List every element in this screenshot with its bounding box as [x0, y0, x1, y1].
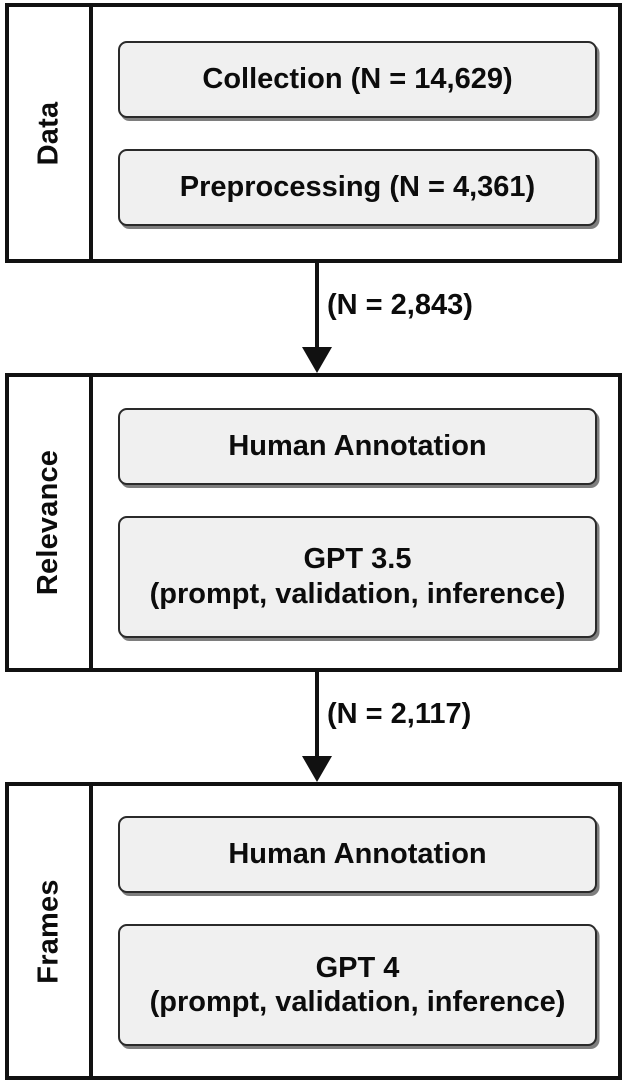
stage-data: Data Collection (N = 14,629) Preprocessi…	[5, 3, 622, 263]
node-gpt-35-line-2: (prompt, validation, inference)	[149, 577, 566, 610]
node-gpt-4-line-1: GPT 4	[315, 951, 400, 984]
stage-frames: Frames Human Annotation GPT 4 (prompt, v…	[5, 782, 622, 1080]
connector-data-to-relevance: (N = 2,843)	[0, 263, 629, 373]
node-human-annotation-frames[interactable]: Human Annotation	[118, 816, 597, 893]
stage-label-data: Data	[32, 101, 65, 165]
stage-label-column-frames: Frames	[9, 786, 93, 1076]
node-human-annotation-frames-line-1: Human Annotation	[228, 838, 487, 871]
node-gpt-35[interactable]: GPT 3.5 (prompt, validation, inference)	[118, 515, 597, 638]
node-preprocessing-line-1: Preprocessing (N = 4,361)	[179, 170, 536, 203]
arrow-head-1	[302, 347, 332, 373]
arrow-shaft-1	[315, 263, 319, 347]
stage-content-data: Collection (N = 14,629) Preprocessing (N…	[93, 7, 618, 259]
stage-content-relevance: Human Annotation GPT 3.5 (prompt, valida…	[93, 377, 618, 668]
node-gpt-4[interactable]: GPT 4 (prompt, validation, inference)	[118, 924, 597, 1046]
node-collection-line-1: Collection (N = 14,629)	[202, 62, 513, 95]
connector-relevance-to-frames: (N = 2,117)	[0, 672, 629, 782]
arrow-shaft-2	[315, 672, 319, 756]
stage-content-frames: Human Annotation GPT 4 (prompt, validati…	[93, 786, 618, 1076]
node-preprocessing[interactable]: Preprocessing (N = 4,361)	[118, 148, 597, 226]
node-collection[interactable]: Collection (N = 14,629)	[118, 40, 597, 118]
node-gpt-35-line-1: GPT 3.5	[303, 543, 412, 576]
stage-label-relevance: Relevance	[32, 449, 65, 596]
node-gpt-4-line-2: (prompt, validation, inference)	[149, 986, 566, 1018]
arrow-head-2	[302, 756, 332, 782]
stage-relevance: Relevance Human Annotation GPT 3.5 (prom…	[5, 373, 622, 672]
node-human-annotation-relevance[interactable]: Human Annotation	[118, 407, 597, 485]
node-human-annotation-relevance-line-1: Human Annotation	[228, 429, 487, 462]
stage-label-column-data: Data	[9, 7, 93, 259]
arrow-label-n-2117: (N = 2,117)	[327, 698, 472, 730]
stage-label-column-relevance: Relevance	[9, 377, 93, 668]
stage-label-frames: Frames	[32, 878, 65, 984]
arrow-label-n-2843: (N = 2,843)	[327, 289, 473, 321]
